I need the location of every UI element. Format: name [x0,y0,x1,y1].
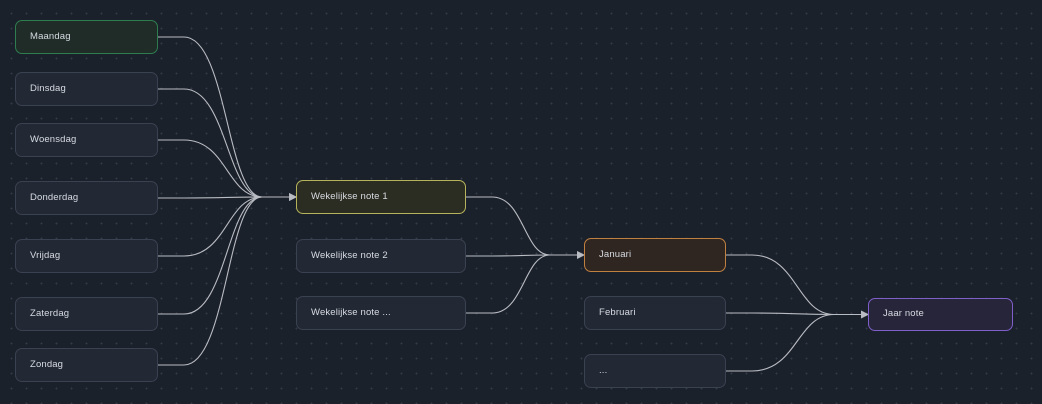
graph-edge-e-zondag-week1 [158,193,297,366]
graph-edge-e-week1-januari [466,196,585,259]
graph-node-label: Wekelijkse note 2 [311,250,388,261]
graph-node-januari[interactable]: Januari [584,238,726,272]
graph-node-februari[interactable]: Februari [584,296,726,330]
graph-node-label: Zondag [30,359,64,370]
graph-edge-e-week3-januari [466,251,585,314]
graph-edge-e-maand3-jaar [726,310,869,372]
graph-edge-e-januari-jaar [726,254,869,319]
graph-node-week1[interactable]: Wekelijkse note 1 [296,180,466,214]
graph-node-label: Jaar note [883,309,924,320]
graph-node-label: Dinsdag [30,83,66,94]
graph-edge-e-donderdag-week1 [158,193,297,201]
graph-node-week3[interactable]: Wekelijkse note ... [296,296,466,330]
graph-node-vrijdag[interactable]: Vrijdag [15,239,158,273]
graph-edge-e-februari-jaar [726,310,869,319]
graph-node-jaar[interactable]: Jaar note [868,298,1013,331]
graph-node-week2[interactable]: Wekelijkse note 2 [296,239,466,273]
graph-node-label: ... [599,365,608,376]
graph-edge-e-maandag-week1 [158,36,297,201]
graph-node-label: Woensdag [30,134,77,145]
graph-edge-e-dinsdag-week1 [158,88,297,201]
graph-edge-e-vrijdag-week1 [158,193,297,257]
graph-node-label: Donderdag [30,192,79,203]
graph-node-label: Wekelijkse note 1 [311,191,388,202]
graph-node-dinsdag[interactable]: Dinsdag [15,72,158,106]
graph-node-zondag[interactable]: Zondag [15,348,158,382]
graph-edge-e-woensdag-week1 [158,139,297,201]
graph-node-label: Februari [599,307,636,318]
graph-node-label: Vrijdag [30,250,61,261]
graph-edge-e-zaterdag-week1 [158,193,297,315]
graph-edge-e-week2-januari [466,251,585,259]
graph-node-label: Wekelijkse note ... [311,307,391,318]
graph-node-donderdag[interactable]: Donderdag [15,181,158,215]
graph-node-zaterdag[interactable]: Zaterdag [15,297,158,331]
graph-node-label: Januari [599,249,632,260]
graph-node-label: Zaterdag [30,308,70,319]
graph-node-woensdag[interactable]: Woensdag [15,123,158,157]
graph-node-maandag[interactable]: Maandag [15,20,158,54]
graph-node-maand3[interactable]: ... [584,354,726,388]
graph-node-label: Maandag [30,31,71,42]
